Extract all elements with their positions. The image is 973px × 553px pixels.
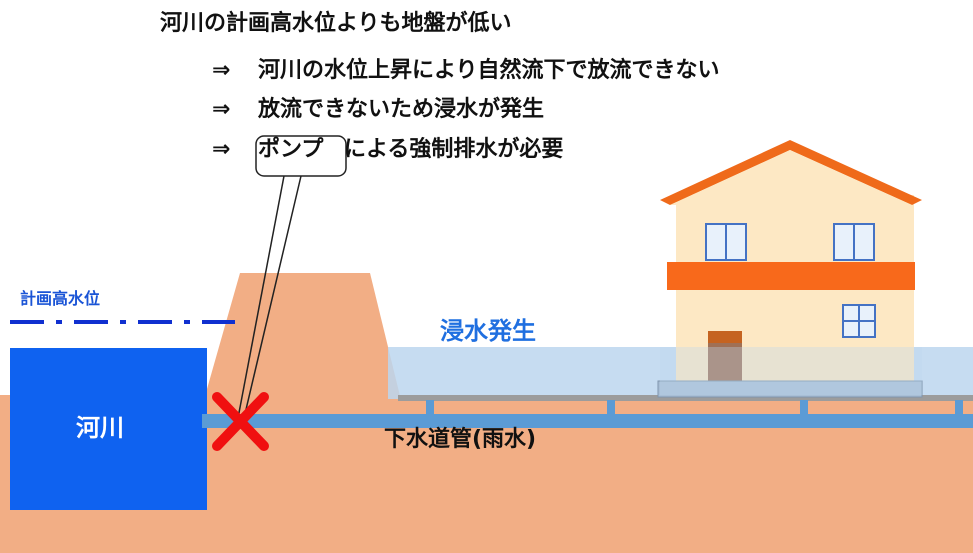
pump-callout-box <box>255 135 347 177</box>
house-window-left <box>705 223 747 261</box>
sewer-pipe <box>202 400 973 428</box>
bullet-item-3: ⇒ ポンプによる強制排水が必要 <box>212 139 563 161</box>
ground-strip <box>0 510 210 553</box>
house-window-small <box>842 304 876 338</box>
house-foundation <box>657 380 923 398</box>
house-window-right <box>833 223 875 261</box>
arrow-icon: ⇒ <box>212 97 231 122</box>
bullet-item-1: ⇒ 河川の水位上昇により自然流下で放流できない <box>212 60 720 82</box>
bullet-item-2: ⇒ 放流できないため浸水が発生 <box>212 99 544 121</box>
callout-pointer <box>237 175 302 419</box>
river-water <box>10 348 207 510</box>
flood-overlay <box>660 347 922 395</box>
bullet-text: 放流できないため浸水が発生 <box>258 97 545 122</box>
high-water-level-label: 計画高水位 <box>20 289 101 308</box>
house-band <box>667 262 915 290</box>
heading: 河川の計画高水位よりも地盤が低い <box>160 11 512 36</box>
pump-label: ポンプ <box>258 137 324 162</box>
house-icon <box>657 140 923 398</box>
levee <box>205 273 400 396</box>
cross-mark-icon <box>212 392 269 451</box>
river-label: 河川 <box>76 414 124 442</box>
sewer-pipe-label: 下水道管(雨水) <box>384 427 537 452</box>
arrow-icon: ⇒ <box>212 58 231 83</box>
bullet-text: による強制排水が必要 <box>344 137 564 162</box>
house-gable <box>670 150 912 205</box>
house-door-top <box>708 331 742 343</box>
bullet-text: 河川の水位上昇により自然流下で放流できない <box>258 58 720 83</box>
flood-label: 浸水発生 <box>440 317 536 345</box>
arrow-icon: ⇒ <box>212 137 231 162</box>
ground-surface-line <box>398 395 973 401</box>
